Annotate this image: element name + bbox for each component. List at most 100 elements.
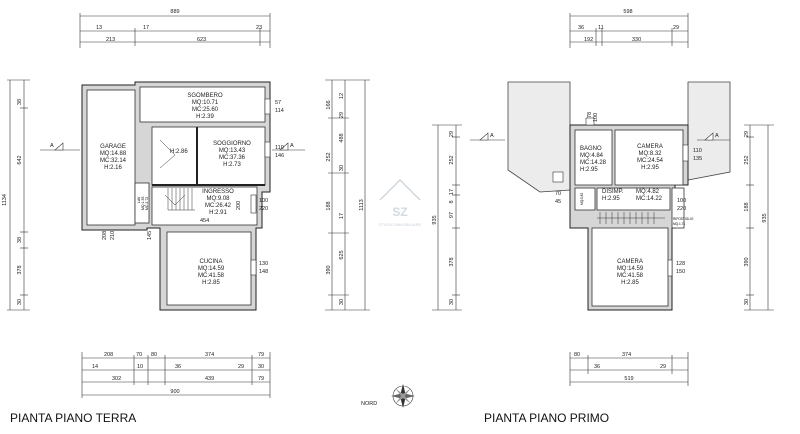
svg-text:14: 14 (92, 364, 98, 370)
ground-floor-title: PIANTA PIANO TERRA (10, 411, 136, 425)
svg-text:MC:24.54: MC:24.54 (637, 158, 664, 164)
garage-room (86, 89, 136, 226)
cucina-room (166, 231, 252, 306)
roof-right (687, 81, 731, 181)
svg-text:220: 220 (259, 206, 268, 212)
svg-text:H:2.73: H:2.73 (223, 162, 241, 168)
svg-text:79: 79 (258, 376, 264, 382)
misc-labels-ground: H:2.86 454 200 208 210 145 LAV MQ:1.35 M… (102, 100, 284, 275)
left-dimensions-first: 29 252 17 8 97 935 378 30 (432, 124, 462, 311)
svg-text:MC:41.58: MC:41.58 (198, 273, 225, 279)
svg-text:80: 80 (151, 352, 157, 358)
svg-text:MQ:8.32: MQ:8.32 (638, 151, 662, 157)
first-floor-walls (552, 117, 689, 311)
svg-text:MQ:9.08: MQ:9.08 (206, 196, 230, 202)
room-label-camera-bottom: CAMERA MQ:14.59 MC:41.58 H:2.85 (617, 259, 644, 286)
svg-text:70: 70 (555, 191, 561, 197)
top-dimensions-first: 598 36 11 29 192 330 (569, 9, 689, 48)
svg-text:MC:14.22: MC:14.22 (636, 196, 663, 202)
svg-text:CAMERA: CAMERA (617, 259, 643, 265)
room-label-bagno: BAGNO MQ:4.84 MC:14.28 H:2.95 (580, 146, 607, 173)
svg-text:DISIMP.: DISIMP. (602, 189, 624, 195)
svg-text:MQ:0.82: MQ:0.82 (580, 193, 584, 205)
svg-text:29: 29 (238, 364, 244, 370)
lav-room (134, 182, 150, 224)
north-compass: NORD (361, 384, 415, 408)
svg-text:188: 188 (326, 201, 332, 210)
dim-38-b: 38 (17, 237, 23, 243)
svg-text:208: 208 (104, 352, 113, 358)
svg-text:114: 114 (275, 108, 284, 114)
svg-text:36: 36 (578, 25, 584, 31)
ripostiglio-room (671, 187, 685, 229)
svg-text:130: 130 (259, 261, 268, 267)
svg-text:210: 210 (110, 231, 116, 240)
right-dimensions-ground: 166 12 29 252 488 30 188 17 1113 390 625… (325, 79, 370, 311)
watermark-logo: SZ STUDIO IMMOBILIARE (379, 178, 422, 227)
svg-text:MC:26.42: MC:26.42 (205, 203, 232, 209)
svg-text:30: 30 (258, 364, 264, 370)
svg-text:146: 146 (275, 153, 284, 159)
svg-text:935: 935 (762, 213, 768, 222)
svg-text:378: 378 (449, 257, 455, 266)
dim-1134: 1134 (2, 194, 8, 206)
dim-642: 642 (17, 155, 23, 164)
room-label-garage: GARAGE MQ:14.88 MC:32.14 H:2.16 (100, 144, 127, 171)
svg-text:208: 208 (102, 231, 108, 240)
room-label-sgombero: SGOMBERO MQ:10.71 MC:25.60 H:2.39 (187, 93, 223, 120)
room-label-cucina: CUCINA MQ:14.59 MC:41.58 H:2.85 (198, 259, 225, 286)
svg-text:H:2.95: H:2.95 (641, 165, 659, 171)
svg-text:29: 29 (660, 364, 666, 370)
svg-text:30: 30 (339, 165, 345, 171)
svg-text:30: 30 (449, 299, 455, 305)
svg-text:H:2.95: H:2.95 (602, 196, 620, 202)
first-floor-title: PIANTA PIANO PRIMO (484, 411, 609, 425)
section-mark-left-first: A (470, 132, 505, 141)
svg-text:330: 330 (632, 37, 641, 43)
svg-text:MC:37.36: MC:37.36 (219, 155, 246, 161)
svg-text:150: 150 (676, 269, 685, 275)
svg-text:519: 519 (624, 376, 633, 382)
svg-text:11: 11 (598, 25, 604, 31)
svg-text:488: 488 (339, 133, 345, 142)
svg-text:GARAGE: GARAGE (100, 144, 126, 150)
soggiorno-room (151, 126, 266, 186)
svg-text:57: 57 (275, 100, 281, 106)
svg-text:148: 148 (259, 269, 268, 275)
room-label-soggiorno: SOGGIORNO MQ:13.43 MC:37.36 H:2.73 (213, 141, 251, 168)
bagno-room (574, 129, 613, 186)
svg-text:MQ:4.82: MQ:4.82 (636, 189, 660, 195)
camera-top-room (614, 129, 684, 186)
dim-213: 213 (106, 37, 115, 43)
misc-labels-first: 78 100 110 135 100 220 128 150 70 45 RIP… (555, 112, 702, 275)
svg-text:MQ:1.71: MQ:1.71 (673, 222, 685, 226)
section-mark-right-first: A (697, 132, 730, 141)
svg-text:390: 390 (326, 265, 332, 274)
stairs-first (597, 212, 665, 224)
bottom-dimensions-ground: 208 70 80 374 79 14 10 36 29 30 302 439 … (81, 352, 271, 398)
svg-text:MQ:10.71: MQ:10.71 (192, 100, 219, 106)
svg-text:H:2.91: H:2.91 (209, 210, 227, 216)
svg-text:CUCINA: CUCINA (199, 259, 222, 265)
room-label-disimp: DISIMP. MQ:4.82 H:2.95 MC:14.22 (602, 189, 663, 202)
svg-text:29: 29 (744, 131, 750, 137)
svg-text:A: A (490, 133, 494, 139)
svg-text:100: 100 (677, 198, 686, 204)
room-label-camera-top: CAMERA MQ:8.32 MC:24.54 H:2.95 (637, 144, 664, 171)
svg-text:900: 900 (170, 389, 179, 395)
svg-text:935: 935 (432, 215, 438, 224)
svg-text:SOGGIORNO: SOGGIORNO (213, 141, 251, 147)
svg-text:252: 252 (449, 155, 455, 164)
svg-text:MC:25.60: MC:25.60 (192, 107, 219, 113)
svg-text:INGRESSO: INGRESSO (202, 189, 234, 195)
svg-text:29: 29 (673, 25, 679, 31)
svg-text:H:2.39: H:2.39 (196, 114, 214, 120)
section-mark-left-ground: A (40, 142, 80, 151)
svg-text:374: 374 (622, 352, 631, 358)
roof-left (507, 81, 571, 193)
dim-30-left: 30 (17, 299, 23, 305)
dim-17: 17 (143, 25, 149, 31)
svg-text:12: 12 (339, 93, 345, 99)
svg-text:625: 625 (339, 250, 345, 259)
svg-text:302: 302 (112, 376, 121, 382)
